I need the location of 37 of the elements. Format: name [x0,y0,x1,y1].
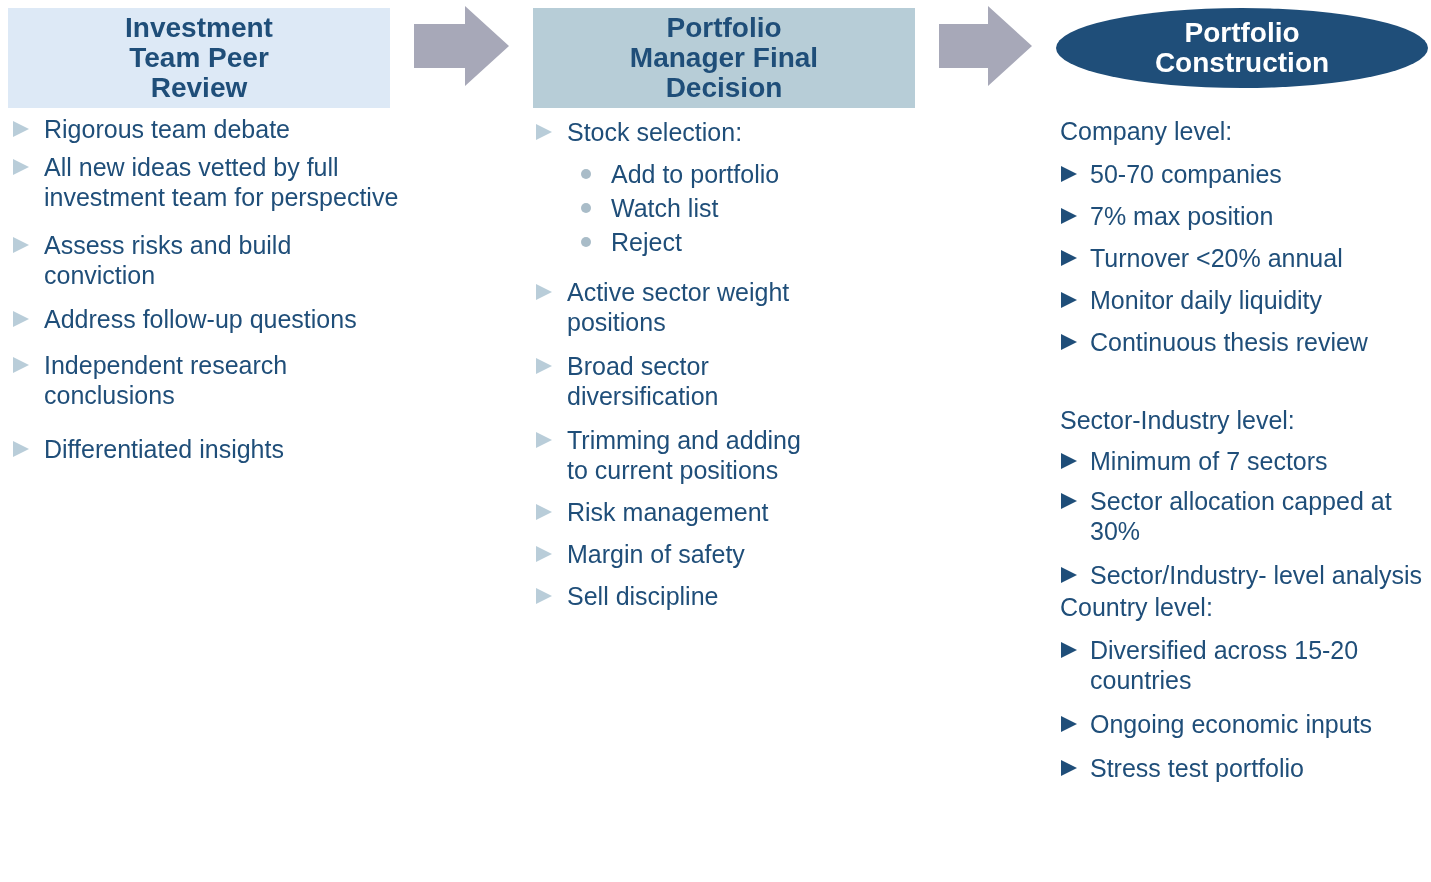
bullet-text: Stock selection: [567,117,743,147]
bullet-text: Turnover <20% annual [1090,243,1343,273]
header-title: Investment Team Peer Review [124,13,274,103]
bullet-text: All new ideas vetted by full investment team for perspective [44,152,400,212]
header-title: Portfolio Manager Final Decision [629,13,819,103]
section-heading: Company level: [1060,117,1233,145]
bullet-text: Margin of safety [567,539,745,569]
header-title: Portfolio Construction [1153,18,1331,78]
bullet-text: Address follow-up questions [44,304,357,334]
bullet-text: Sell discipline [567,581,719,611]
section-heading: Sector-Industry level: [1060,406,1295,434]
bullet-text: Rigorous team debate [44,114,290,144]
bullet-text: 50-70 companies [1090,159,1282,189]
bullet-text: Trimming and adding to current positions [567,425,802,485]
bullet-text: Independent research conclusions [44,350,289,410]
bullet-text: Reject [611,227,682,257]
bullet-text: Sector allocation capped at 30% [1090,486,1393,546]
bullet-text: Broad sector diversification [567,351,720,411]
bullet-text: 7% max position [1090,201,1274,231]
bullet-text: Add to portfolio [611,159,780,189]
bullet-text: Diversified across 15-20 countries [1090,635,1360,695]
bullet-text: Risk management [567,497,769,527]
bullet-text: Differentiated insights [44,434,284,464]
bullet-text: Continuous thesis review [1090,327,1368,357]
bullet-text: Active sector weight positions [567,277,791,337]
bullet-text: Minimum of 7 sectors [1090,446,1328,476]
bullet-text: Watch list [611,193,719,223]
block-arrow [939,6,1032,86]
header-box [8,8,390,108]
bullet-text: Ongoing economic inputs [1090,709,1373,739]
bullet-text: Monitor daily liquidity [1090,285,1323,315]
bullet-text: Assess risks and build conviction [44,230,293,290]
section-heading: Country level: [1060,593,1213,621]
header-box [533,8,915,108]
bullet-text: Stress test portfolio [1090,753,1304,783]
block-arrow [414,6,509,86]
bullet-text: Sector/Industry- level analysis [1090,560,1423,590]
